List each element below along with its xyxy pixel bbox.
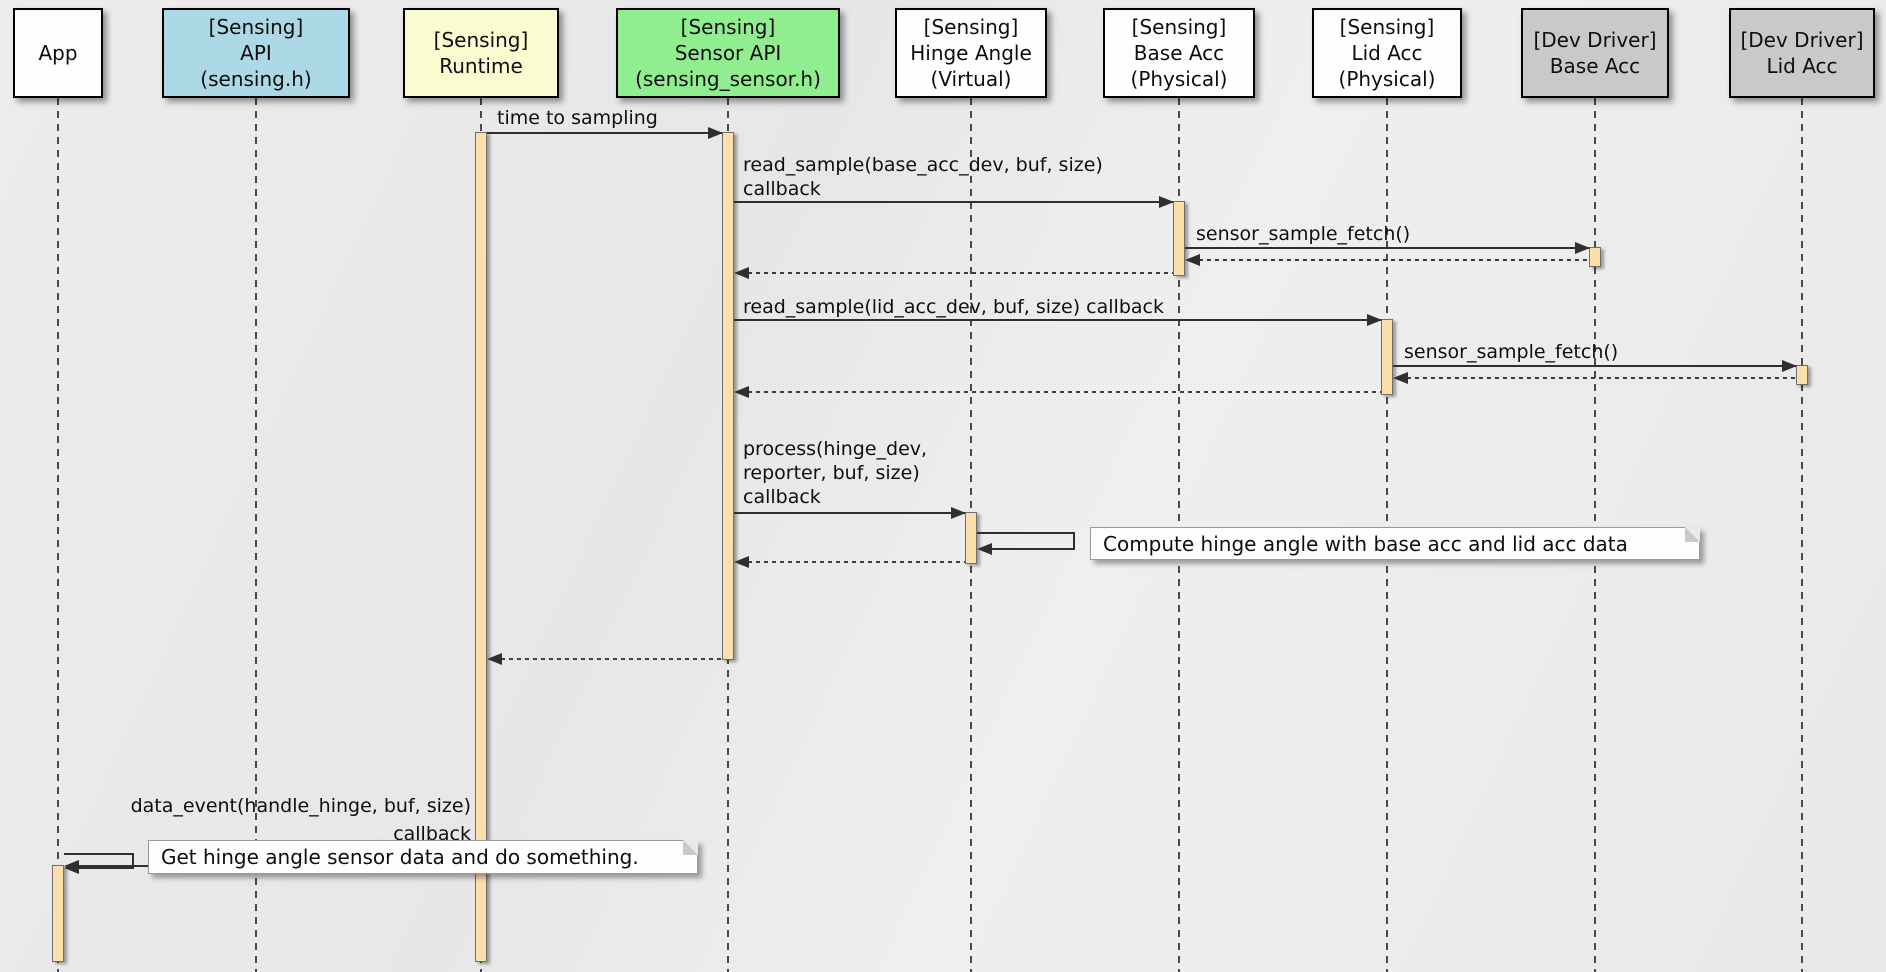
self-message-hinge-right <box>1073 532 1075 550</box>
arrowhead-icon <box>1159 196 1174 208</box>
self-message-hinge-top <box>977 532 1075 534</box>
participant-label: App <box>38 41 78 65</box>
participant-label: (Physical) <box>1130 67 1228 91</box>
participant-label: (sensing.h) <box>200 67 312 91</box>
message-label-process: process(hinge_dev, reporter, buf, size) … <box>743 437 927 509</box>
message-label-time-to-sampling: time to sampling <box>497 107 658 129</box>
participant-sensing-runtime: [Sensing] Runtime <box>403 8 559 98</box>
participant-label: (Physical) <box>1338 67 1436 91</box>
activation-dev-lid <box>1796 365 1808 385</box>
participant-label: (Virtual) <box>930 67 1012 91</box>
arrowhead-icon <box>1393 372 1408 384</box>
participant-label: Lid Acc <box>1351 41 1423 65</box>
message-label-sensor-sample-fetch-2: sensor_sample_fetch() <box>1404 341 1619 363</box>
arrowhead-icon <box>734 386 749 398</box>
message-line: process(hinge_dev, <box>743 438 928 460</box>
return-arrow-sensor-api <box>493 658 722 660</box>
activation-app <box>52 865 64 962</box>
arrowhead-icon <box>1782 360 1797 372</box>
message-line: callback <box>743 178 821 200</box>
activation-runtime <box>475 132 487 962</box>
arrowhead-icon <box>1575 242 1590 254</box>
lifeline-sensing-api <box>255 98 257 972</box>
participant-label: [Sensing] <box>1131 15 1227 39</box>
message-label-data-event: data_event(handle_hinge, buf, size) call… <box>80 792 471 848</box>
participant-label: Runtime <box>439 54 523 78</box>
participant-label: [Dev Driver] <box>1533 28 1657 52</box>
participant-label: Hinge Angle <box>910 41 1032 65</box>
participant-hinge-angle: [Sensing] Hinge Angle (Virtual) <box>895 8 1047 98</box>
message-arrow-process <box>734 512 965 514</box>
participant-label: Lid Acc <box>1766 54 1838 78</box>
participant-label: [Sensing] <box>1339 15 1435 39</box>
return-arrow-hinge <box>740 561 965 563</box>
activation-base-acc <box>1173 201 1185 276</box>
note-text: Compute hinge angle with base acc and li… <box>1103 531 1628 556</box>
participant-app: App <box>13 8 103 98</box>
activation-dev-base <box>1589 247 1601 267</box>
message-arrow-sensor-sample-fetch-1 <box>1185 247 1589 249</box>
message-label-read-sample-base: read_sample(base_acc_dev, buf, size) cal… <box>743 153 1103 201</box>
participant-label: [Sensing] <box>433 28 529 52</box>
participant-dev-driver-base-acc: [Dev Driver] Base Acc <box>1521 8 1669 98</box>
arrowhead-icon <box>734 267 749 279</box>
participant-sensing-api: [Sensing] API (sensing.h) <box>162 8 350 98</box>
return-arrow-lid-acc <box>740 391 1381 393</box>
message-line: callback <box>743 486 821 508</box>
participant-label: [Dev Driver] <box>1740 28 1864 52</box>
participant-label: Base Acc <box>1549 54 1641 78</box>
lifeline-app <box>57 98 59 972</box>
message-line: callback <box>393 823 471 845</box>
self-message-app-top <box>64 853 134 855</box>
self-message-hinge-bottom <box>991 548 1075 550</box>
message-arrow-time-to-sampling <box>487 132 722 134</box>
message-label-sensor-sample-fetch-1: sensor_sample_fetch() <box>1196 223 1411 245</box>
participant-label: [Sensing] <box>923 15 1019 39</box>
message-arrow-read-sample-base <box>734 201 1173 203</box>
message-line: reporter, buf, size) <box>743 462 920 484</box>
arrowhead-icon <box>977 543 992 555</box>
note-get-hinge: Get hinge angle sensor data and do somet… <box>148 840 698 874</box>
arrowhead-icon <box>487 653 502 665</box>
participant-dev-driver-lid-acc: [Dev Driver] Lid Acc <box>1729 8 1875 98</box>
note-compute-hinge: Compute hinge angle with base acc and li… <box>1090 527 1700 560</box>
arrowhead-icon <box>1185 254 1200 266</box>
arrowhead-icon <box>734 556 749 568</box>
return-arrow-dev-lid <box>1399 377 1796 379</box>
participant-lid-acc: [Sensing] Lid Acc (Physical) <box>1312 8 1462 98</box>
activation-sensor-api <box>722 132 734 660</box>
participant-label: Sensor API <box>674 41 782 65</box>
participant-label: [Sensing] <box>208 15 304 39</box>
participant-sensing-sensor-api: [Sensing] Sensor API (sensing_sensor.h) <box>616 8 840 98</box>
message-arrow-read-sample-lid <box>734 319 1381 321</box>
return-arrow-dev-base <box>1191 259 1589 261</box>
arrowhead-icon <box>708 127 723 139</box>
participant-label: [Sensing] <box>680 15 776 39</box>
message-label-read-sample-lid: read_sample(lid_acc_dev, buf, size) call… <box>743 296 1164 318</box>
message-arrow-sensor-sample-fetch-2 <box>1393 365 1796 367</box>
return-arrow-base-acc <box>740 272 1173 274</box>
message-line: data_event(handle_hinge, buf, size) <box>130 795 471 817</box>
activation-hinge <box>965 512 977 564</box>
arrowhead-icon <box>1367 314 1382 326</box>
self-message-app-right <box>132 853 134 869</box>
self-message-app-bottom <box>78 867 134 869</box>
arrowhead-icon <box>64 862 79 874</box>
participant-label: Base Acc <box>1133 41 1225 65</box>
arrowhead-icon <box>951 507 966 519</box>
participant-base-acc: [Sensing] Base Acc (Physical) <box>1103 8 1255 98</box>
message-line: read_sample(base_acc_dev, buf, size) <box>743 154 1103 176</box>
note-text: Get hinge angle sensor data and do somet… <box>161 845 639 869</box>
participant-label: (sensing_sensor.h) <box>635 67 821 91</box>
participant-label: API <box>240 41 272 65</box>
lifeline-dev-driver-lid-acc <box>1801 98 1803 972</box>
activation-lid-acc <box>1381 319 1393 395</box>
